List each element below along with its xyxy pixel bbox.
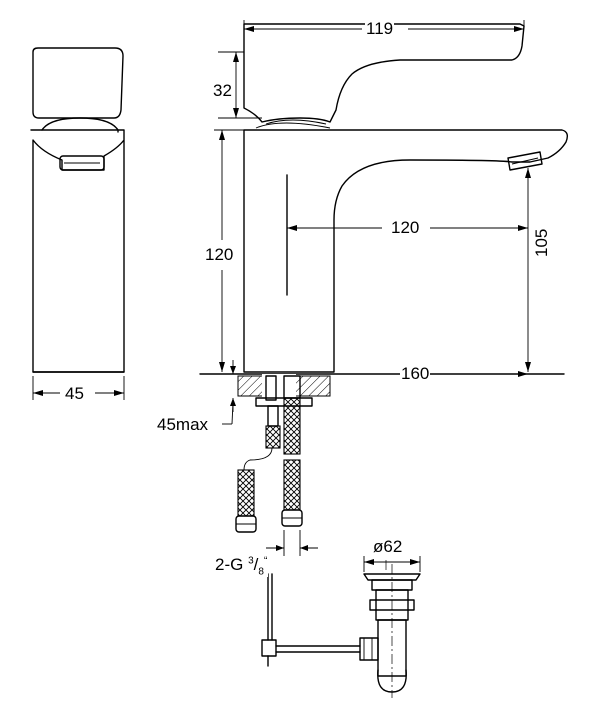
popup-waste bbox=[359, 560, 421, 698]
thread-mark: “ bbox=[263, 555, 268, 567]
faucet-body bbox=[243, 129, 569, 373]
lever-handle bbox=[243, 23, 525, 123]
hose-left-lower bbox=[237, 469, 255, 517]
spout-aerator-line bbox=[511, 157, 539, 165]
dim-label-160: 160 bbox=[400, 364, 431, 383]
dim-label-45max: 45max bbox=[156, 415, 210, 434]
popup-rod bbox=[261, 573, 361, 667]
lever-cap-ring bbox=[265, 119, 327, 125]
waste-rod-housing bbox=[359, 637, 379, 661]
dim-label-45: 45 bbox=[64, 384, 85, 403]
dim-label-120-vertical: 120 bbox=[204, 245, 235, 264]
front-view bbox=[243, 23, 569, 373]
side-view bbox=[30, 47, 125, 400]
thread-numerator: 3 bbox=[248, 555, 254, 567]
hose-right-lower bbox=[283, 459, 301, 511]
dim-32 bbox=[218, 51, 262, 119]
mount-nut bbox=[267, 405, 279, 427]
hose-left-bend bbox=[243, 447, 273, 471]
dim-119 bbox=[243, 20, 525, 32]
dim-label-119: 119 bbox=[365, 19, 395, 38]
dim-160-arrow bbox=[518, 371, 528, 377]
dim-45-arrow-left bbox=[33, 390, 43, 396]
dim-45max bbox=[222, 360, 236, 425]
dim-diameter bbox=[363, 556, 421, 572]
thread-prefix: 2-G bbox=[215, 555, 244, 574]
hose-right-upper bbox=[283, 397, 301, 455]
dim-label-thread: 2-G 3/8“ bbox=[214, 555, 269, 578]
dim-label-32: 32 bbox=[212, 81, 233, 100]
deck-section bbox=[199, 371, 565, 398]
dim-label-diameter: ø62 bbox=[372, 537, 404, 556]
dim-120-horizontal bbox=[287, 225, 528, 231]
cartridge-ring bbox=[255, 122, 331, 129]
side-cartridge-cap bbox=[41, 117, 119, 133]
dim-120-vertical bbox=[214, 129, 244, 372]
waste-cap bbox=[363, 573, 421, 581]
dim-45-arrow-right bbox=[114, 390, 124, 396]
hose-left-upper bbox=[265, 425, 281, 449]
dim-label-120-horizontal: 120 bbox=[390, 218, 421, 237]
side-aerator bbox=[59, 155, 105, 171]
dim-label-105: 105 bbox=[532, 227, 551, 258]
dim-thread bbox=[266, 530, 318, 556]
mount-stud-left bbox=[265, 375, 277, 401]
mounting-hardware bbox=[235, 375, 313, 533]
side-body bbox=[30, 129, 125, 373]
spout-aerator bbox=[507, 151, 543, 171]
popup-rod-clamp bbox=[261, 639, 277, 657]
side-lever-block bbox=[32, 47, 124, 119]
thread-denominator: 8 bbox=[258, 566, 264, 578]
dim-105 bbox=[525, 168, 531, 372]
